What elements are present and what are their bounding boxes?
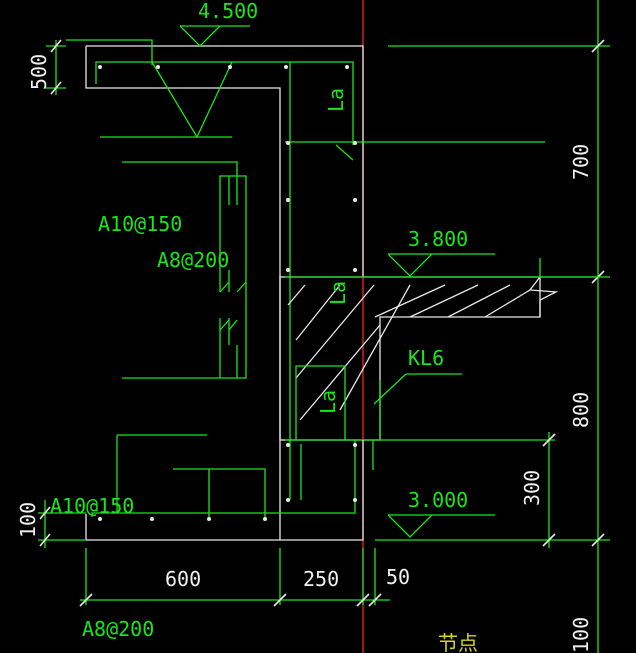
elevation-slab-label: 3.800 [408,227,468,251]
left-dimensions [38,39,86,548]
anchorage-label-upper: La [324,88,348,112]
upper-rebar-dots [98,65,357,272]
lower-wall [85,365,555,541]
dim-wall-width: 250 [303,567,339,591]
rebar-lower-a: A10@150 [50,494,134,518]
rebar-upper-b: A8@200 [157,248,229,272]
upper-slab-outline [85,45,364,540]
dim-partial-right: 100 [569,617,593,653]
anchorage-label-middle: La [326,281,350,305]
dim-bottom-thickness: 100 [16,502,40,538]
dim-bottom-width: 600 [165,567,201,591]
upper-slab-rebar [66,39,545,500]
column-rebar [122,161,247,379]
elevation-markers [179,25,495,538]
slab-3800 [279,258,600,441]
step-dimension [542,432,556,548]
dim-upper-height: 700 [569,144,593,180]
rebar-lower-b: A8@200 [82,617,154,641]
elevation-top-label: 4.500 [198,0,258,23]
lower-rebar-dots [98,443,357,521]
rebar-upper-a: A10@150 [98,212,182,236]
dim-lower-height: 800 [569,392,593,428]
beam-label: KL6 [408,346,444,370]
detail-caption: 节点 [438,631,478,653]
right-dimension-chain [375,0,610,653]
dim-top-thickness: 500 [27,54,51,90]
elevation-bottom-label: 3.000 [408,488,468,512]
dim-offset: 50 [386,565,410,589]
dim-step-height: 300 [520,470,544,506]
bottom-dimensions [79,548,390,607]
anchorage-label-lower: La [316,390,340,414]
